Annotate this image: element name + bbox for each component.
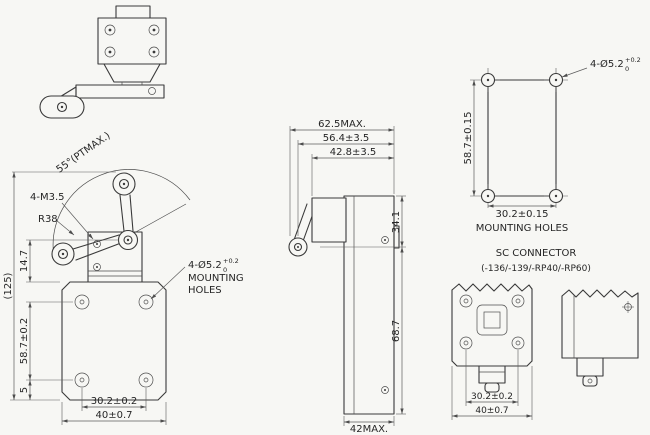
- connector-plug-front: [478, 365, 506, 393]
- front-view-dimensions: [10, 171, 186, 425]
- terminal-bump: [393, 225, 400, 249]
- roller-top: [39, 95, 85, 119]
- dim-hole-spacing-h-label: 30.2±0.2: [91, 396, 138, 407]
- hole-pattern-holes: [470, 68, 568, 208]
- mounting-holes-view: 4-Ø5.2 +0.2 0 58.7±0.15 30.2±0.15 MOUNTI…: [463, 56, 641, 234]
- dim-depth-max-label: 62.5MAX.: [318, 119, 366, 130]
- mounting-hole: [74, 372, 90, 388]
- connector-title: SC CONNECTOR: [496, 248, 577, 259]
- dim-head-depth-label: 42.8±3.5: [330, 147, 377, 158]
- mounting-holes-dimensions: [472, 67, 588, 208]
- dim-overall-height-label: (125): [3, 272, 14, 299]
- lever-pivot: [117, 229, 139, 251]
- mounting-note-sub: 0: [223, 266, 227, 274]
- connector-subtitle: (-136/-139/-RP40/-RP60): [481, 264, 591, 274]
- side-view-dimensions: [289, 126, 406, 426]
- side-view: 62.5MAX. 56.4±3.5 42.8±3.5 34.1 68.7 42M…: [288, 119, 406, 435]
- dim-vertical-label: 58.7±0.15: [463, 112, 474, 165]
- mounting-note-leader: [150, 266, 186, 300]
- angle-label: 55°(PTMAX.): [55, 130, 113, 175]
- dim-horizontal-label: 30.2±0.15: [496, 209, 549, 220]
- mounting-note-line2: MOUNTING: [188, 273, 244, 284]
- mounting-holes-caption: MOUNTING HOLES: [476, 223, 568, 234]
- hole-note-sup: +0.2: [625, 56, 641, 64]
- head-top-outline: [97, 5, 167, 85]
- mounting-note-main: 4-Ø5.2: [188, 259, 222, 271]
- lever-left: [51, 234, 122, 266]
- radius-label: R38: [38, 214, 58, 225]
- hole-note-sub: 0: [625, 65, 629, 73]
- head-side: [311, 197, 347, 243]
- dim-hole-spacing-v-label: 58.7±0.2: [19, 318, 30, 365]
- mounting-hole: [74, 294, 90, 310]
- connector-front-holes: [459, 294, 525, 350]
- cover-screw: [381, 236, 389, 244]
- inner-detail: [483, 311, 501, 329]
- dim-base-label: 5: [19, 387, 30, 393]
- dim-body-width-label: 40±0.7: [475, 406, 508, 416]
- dim-head-offset-label: 14.7: [19, 250, 30, 272]
- terminal-screw: [622, 301, 634, 313]
- dim-head-height-label: 34.1: [391, 211, 402, 233]
- sc-connector-section: SC CONNECTOR (-136/-139/-RP40/-RP60): [451, 248, 639, 420]
- hole-note-main: 4-Ø5.2: [590, 58, 624, 70]
- dim-body-width-label: 40±0.7: [95, 410, 132, 421]
- dim-hole-spacing-label: 30.2±0.2: [471, 392, 513, 402]
- sc-connector-side-view: [561, 289, 639, 387]
- break-line: [451, 283, 533, 292]
- dim-width-max-label: 42MAX.: [350, 424, 388, 435]
- switch-head: [87, 231, 143, 283]
- mounting-hole: [138, 372, 154, 388]
- top-view: [39, 5, 167, 119]
- mounting-note: 4-Ø5.2 +0.2 0 MOUNTING HOLES: [188, 257, 244, 296]
- dim-body-height-label: 68.7: [391, 320, 402, 342]
- connector-plug-side: [576, 357, 604, 387]
- rotation-arc: [52, 169, 191, 258]
- radius-leader: [55, 219, 75, 236]
- lever-up: [112, 172, 136, 232]
- break-line: [561, 289, 639, 298]
- connector-front-dimensions: [451, 350, 533, 420]
- mounting-hole: [138, 294, 154, 310]
- hole-note-leader: [561, 67, 588, 78]
- body-side: [343, 195, 400, 415]
- thread-leader: [61, 202, 94, 240]
- mounting-note-line3: HOLES: [188, 285, 222, 296]
- cover-screw: [381, 386, 389, 394]
- thread-label: 4-M3.5: [30, 192, 65, 203]
- inner-detail: [476, 304, 508, 336]
- mounting-note-sup: +0.2: [223, 257, 239, 265]
- sc-connector-front-view: 30.2±0.2 40±0.7: [451, 283, 533, 420]
- head-screw-holes: [104, 24, 160, 58]
- lever-side: [288, 203, 316, 257]
- hole-pattern-rect: [487, 79, 557, 197]
- switch-body: [61, 281, 167, 401]
- front-view: 55°(PTMAX.) 4-M3.5 R38 (125) 14.7 58.7±0…: [3, 130, 244, 425]
- dim-roller-center-label: 56.4±3.5: [323, 133, 370, 144]
